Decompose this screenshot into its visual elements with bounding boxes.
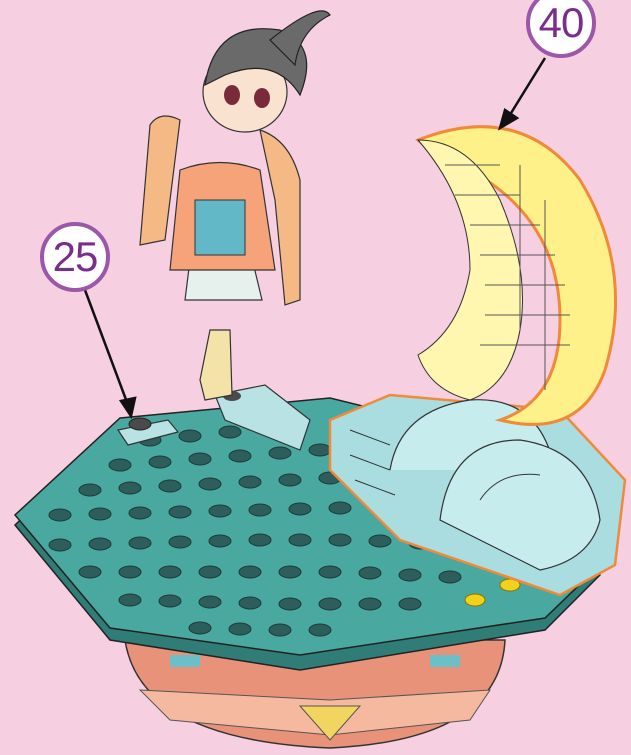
step-callout-25: 25 <box>40 222 110 292</box>
step-number: 40 <box>539 0 584 47</box>
crescent-moon <box>418 127 616 425</box>
step-number: 25 <box>53 233 98 281</box>
arrow-step-25 <box>85 290 128 405</box>
mini-doll-figure <box>140 11 330 400</box>
arrow-step-40 <box>508 58 545 118</box>
